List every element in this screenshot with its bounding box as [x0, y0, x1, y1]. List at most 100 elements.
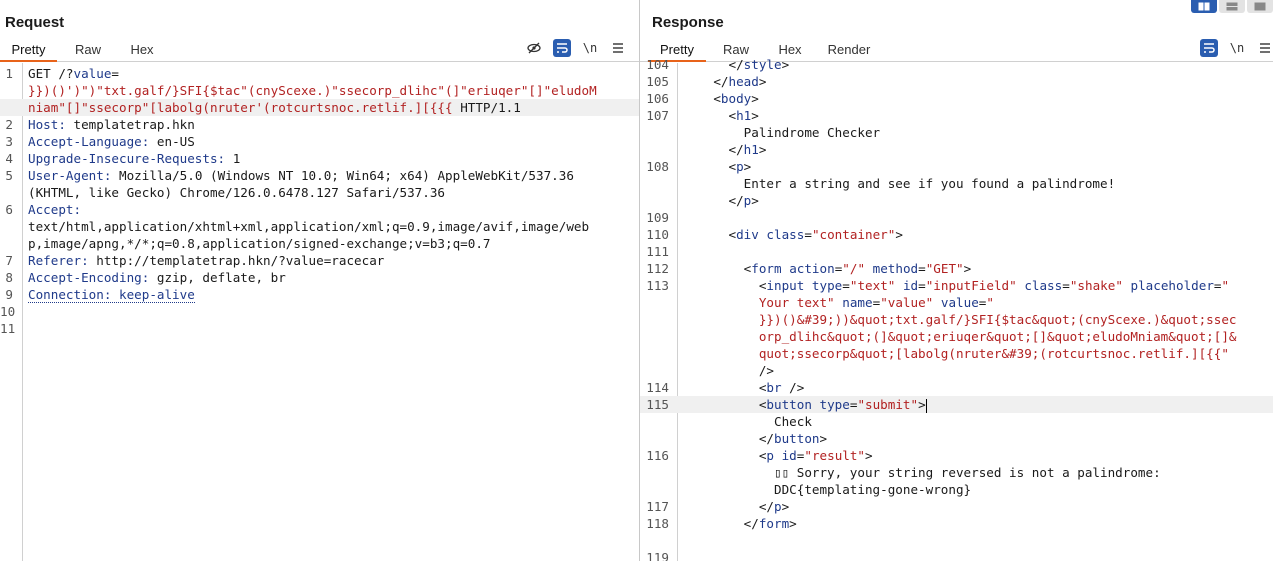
line-number: 10	[0, 304, 16, 319]
pane-divider[interactable]	[639, 0, 640, 561]
tab-response-render[interactable]: Render	[827, 42, 871, 57]
code-line[interactable]: ▯▯ Sorry, your string reversed is not a …	[640, 464, 1273, 481]
code-token: Your text"	[683, 295, 835, 310]
code-line[interactable]: 116 <p id="result">	[640, 447, 1273, 464]
code-line[interactable]: 115 <button type="submit">	[640, 396, 1273, 413]
code-line[interactable]: 118 </form>	[640, 515, 1273, 532]
code-line[interactable]: orp_dlihc&quot;(]&quot;eriuqer&quot;[]&q…	[640, 328, 1273, 345]
wrap-icon[interactable]	[553, 39, 571, 57]
line-text: <input type="text" id="inputField" class…	[683, 277, 1229, 294]
tab-request-pretty[interactable]: Pretty	[0, 40, 57, 62]
code-token: Accept-Encoding:	[28, 270, 157, 285]
code-line[interactable]: 106 <body>	[640, 90, 1273, 107]
line-text: (KHTML, like Gecko) Chrome/126.0.6478.12…	[28, 184, 445, 201]
code-token: value	[73, 66, 112, 81]
split-vertical-icon[interactable]	[1191, 0, 1217, 13]
code-token: >	[918, 397, 926, 412]
code-line[interactable]: 10	[0, 303, 639, 320]
line-text: DDC{templating-gone-wrong}	[683, 481, 971, 498]
code-token: en-US	[156, 134, 195, 149]
code-line[interactable]: Your text" name="value" value="	[640, 294, 1273, 311]
code-line[interactable]: niam"[]"ssecorp"[labolg(nruter'(rotcurts…	[0, 99, 639, 116]
split-horizontal-icon[interactable]	[1219, 0, 1245, 13]
code-token: Check	[683, 414, 812, 429]
line-text: text/html,application/xhtml+xml,applicat…	[28, 218, 589, 235]
line-text: GET /?value=	[28, 65, 119, 82]
code-token: <	[683, 108, 737, 123]
code-line[interactable]	[640, 532, 1273, 549]
code-line[interactable]: DDC{templating-gone-wrong}	[640, 481, 1273, 498]
code-line[interactable]: (KHTML, like Gecko) Chrome/126.0.6478.12…	[0, 184, 639, 201]
code-line[interactable]: 112 <form action="/" method="GET">	[640, 260, 1273, 277]
code-token: head	[728, 74, 759, 89]
code-line[interactable]: 114 <br />	[640, 379, 1273, 396]
code-token: value	[940, 295, 979, 310]
code-line[interactable]: }})()&#39;))&quot;txt.galf/}SFI{$tac&quo…	[640, 311, 1273, 328]
code-token: style	[743, 57, 782, 72]
code-token: p	[766, 448, 774, 463]
code-token: "text"	[849, 278, 896, 293]
tab-response-pretty[interactable]: Pretty	[648, 40, 706, 62]
code-token: >	[751, 193, 759, 208]
code-line[interactable]: 104 </style>	[640, 56, 1273, 73]
code-line[interactable]: p,image/apng,*/*;q=0.8,application/signe…	[0, 235, 639, 252]
code-line[interactable]: </button>	[640, 430, 1273, 447]
line-number: 119	[646, 550, 669, 561]
tab-request-hex[interactable]: Hex	[130, 42, 154, 57]
code-line[interactable]: 108 <p>	[640, 158, 1273, 175]
newline-toggle[interactable]: \n	[1229, 41, 1245, 55]
code-line[interactable]: 110 <div class="container">	[640, 226, 1273, 243]
tab-request-raw[interactable]: Raw	[74, 42, 101, 57]
code-token: =	[796, 448, 805, 463]
code-line[interactable]: }})()')")"txt.galf/}SFI{$tac"(cnyScexe.)…	[0, 82, 639, 99]
code-line[interactable]: Check	[640, 413, 1273, 430]
code-token: id	[781, 448, 797, 463]
line-text: Your text" name="value" value="	[683, 294, 994, 311]
code-line[interactable]: Enter a string and see if you found a pa…	[640, 175, 1273, 192]
wrap-icon[interactable]	[1200, 39, 1218, 57]
code-line[interactable]: </h1>	[640, 141, 1273, 158]
code-token: =	[834, 261, 843, 276]
code-line[interactable]: 11	[0, 320, 639, 337]
line-text: Upgrade-Insecure-Requests: 1	[28, 150, 240, 167]
code-line[interactable]: />	[640, 362, 1273, 379]
eye-slash-icon[interactable]	[525, 39, 543, 57]
code-token: action	[789, 261, 835, 276]
tab-response-raw[interactable]: Raw	[722, 42, 749, 57]
menu-icon[interactable]	[1256, 39, 1273, 57]
code-line[interactable]: quot;ssecorp&quot;[labolg(nruter&#39;(ro…	[640, 345, 1273, 362]
code-line[interactable]: 117 </p>	[640, 498, 1273, 515]
code-token: form	[751, 261, 782, 276]
code-line[interactable]: Palindrome Checker	[640, 124, 1273, 141]
code-token: name	[842, 295, 873, 310]
code-token: </	[683, 142, 744, 157]
tab-response-hex[interactable]: Hex	[778, 42, 802, 57]
code-line[interactable]: 119	[640, 549, 1273, 561]
code-line[interactable]: </p>	[640, 192, 1273, 209]
line-number: 118	[646, 516, 669, 531]
code-line[interactable]: 107 <h1>	[640, 107, 1273, 124]
newline-toggle[interactable]: \n	[582, 41, 598, 55]
code-line[interactable]: 109	[640, 209, 1273, 226]
code-token: </	[683, 193, 744, 208]
response-editor[interactable]: 104 </style>105 </head>106 <body>107 <h1…	[640, 57, 1273, 561]
code-line[interactable]: 111	[640, 243, 1273, 260]
code-line[interactable]: text/html,application/xhtml+xml,applicat…	[0, 218, 639, 235]
code-line[interactable]: 113 <input type="text" id="inputField" c…	[640, 277, 1273, 294]
code-token: Upgrade-Insecure-Requests:	[28, 151, 233, 166]
menu-icon[interactable]	[609, 39, 627, 57]
code-token: >	[743, 159, 752, 174]
line-text: </form>	[683, 515, 797, 532]
code-line[interactable]: 105 </head>	[640, 73, 1273, 90]
single-pane-icon[interactable]	[1247, 0, 1273, 13]
